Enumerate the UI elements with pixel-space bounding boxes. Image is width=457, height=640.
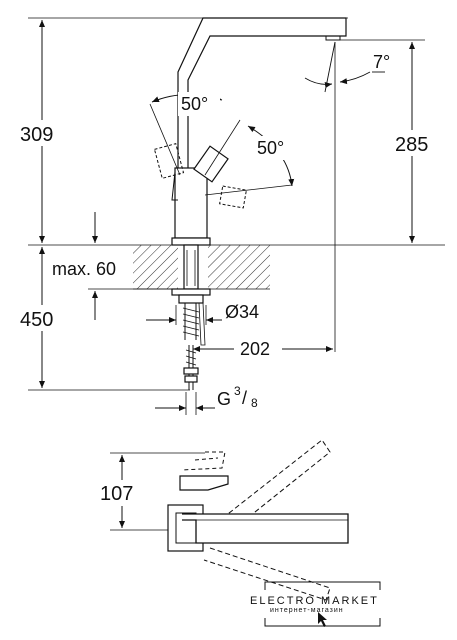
electro-market-logo: ELECTRO MARKET интернет-магазин <box>250 581 381 627</box>
thread-numerator: 3 <box>234 384 241 398</box>
thread-denominator: 8 <box>251 396 258 410</box>
watermark-subtitle: интернет-магазин <box>270 607 344 614</box>
dimension-counter-thickness: max. 60 <box>52 212 116 320</box>
faucet-elevation <box>171 17 347 390</box>
dimension-285: 285 <box>393 42 437 243</box>
lever-angle-right-label: 50° <box>257 138 284 158</box>
dim-107-label: 107 <box>100 483 133 505</box>
dim-202-label: 202 <box>240 339 270 359</box>
dim-285-label: 285 <box>395 134 428 156</box>
dimension-reach: 202 <box>193 336 333 360</box>
dimension-309: 309 <box>20 20 62 243</box>
dimension-450: 450 <box>18 247 64 388</box>
spout-angle-indicator <box>304 41 385 93</box>
dimension-thread: G 3 / 8 <box>155 384 258 415</box>
dim-450-label: 450 <box>20 309 53 331</box>
spout-angle-label: 7° <box>373 52 390 72</box>
extension-lines <box>28 17 445 391</box>
dim-diameter-label: Ø34 <box>225 302 259 322</box>
cursor-icon <box>318 612 327 627</box>
plan-view <box>110 439 349 601</box>
dimension-hole-diameter: Ø34 <box>146 302 259 325</box>
lever-angle-left-label: 50° <box>181 94 208 114</box>
thread-slash: / <box>242 388 247 408</box>
watermark-title: ELECTRO MARKET <box>250 595 379 607</box>
countertop-section <box>133 245 270 290</box>
dim-309-label: 309 <box>20 124 53 146</box>
dim-max-60-label: max. 60 <box>52 259 116 279</box>
thread-prefix: G <box>217 389 231 409</box>
